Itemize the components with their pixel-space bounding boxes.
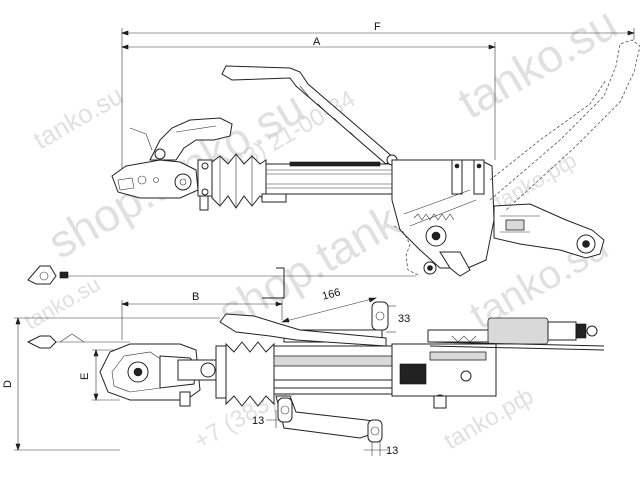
side-dimensions: D E B 166 33 13 13	[2, 286, 410, 457]
dimension-label-f: F	[374, 21, 381, 33]
dimension-label-166: 166	[321, 286, 342, 302]
dimension-label-13-right: 13	[386, 445, 398, 457]
dimension-label-33: 33	[398, 313, 410, 325]
watermark-text: tanko.рф	[490, 148, 581, 215]
dimension-label-b: B	[192, 291, 199, 303]
watermark-text: tanko.su	[449, 0, 626, 129]
top-dimensions: F A	[121, 21, 635, 172]
dimension-label-a: A	[313, 36, 321, 48]
dimension-label-13-left: 13	[252, 415, 264, 427]
dimension-label-d: D	[2, 380, 14, 388]
dimension-label-e: E	[79, 373, 91, 380]
watermark-text: tanko.su	[28, 80, 128, 155]
top-view-drawbar	[27, 39, 640, 299]
side-view-drawbar	[26, 301, 605, 443]
